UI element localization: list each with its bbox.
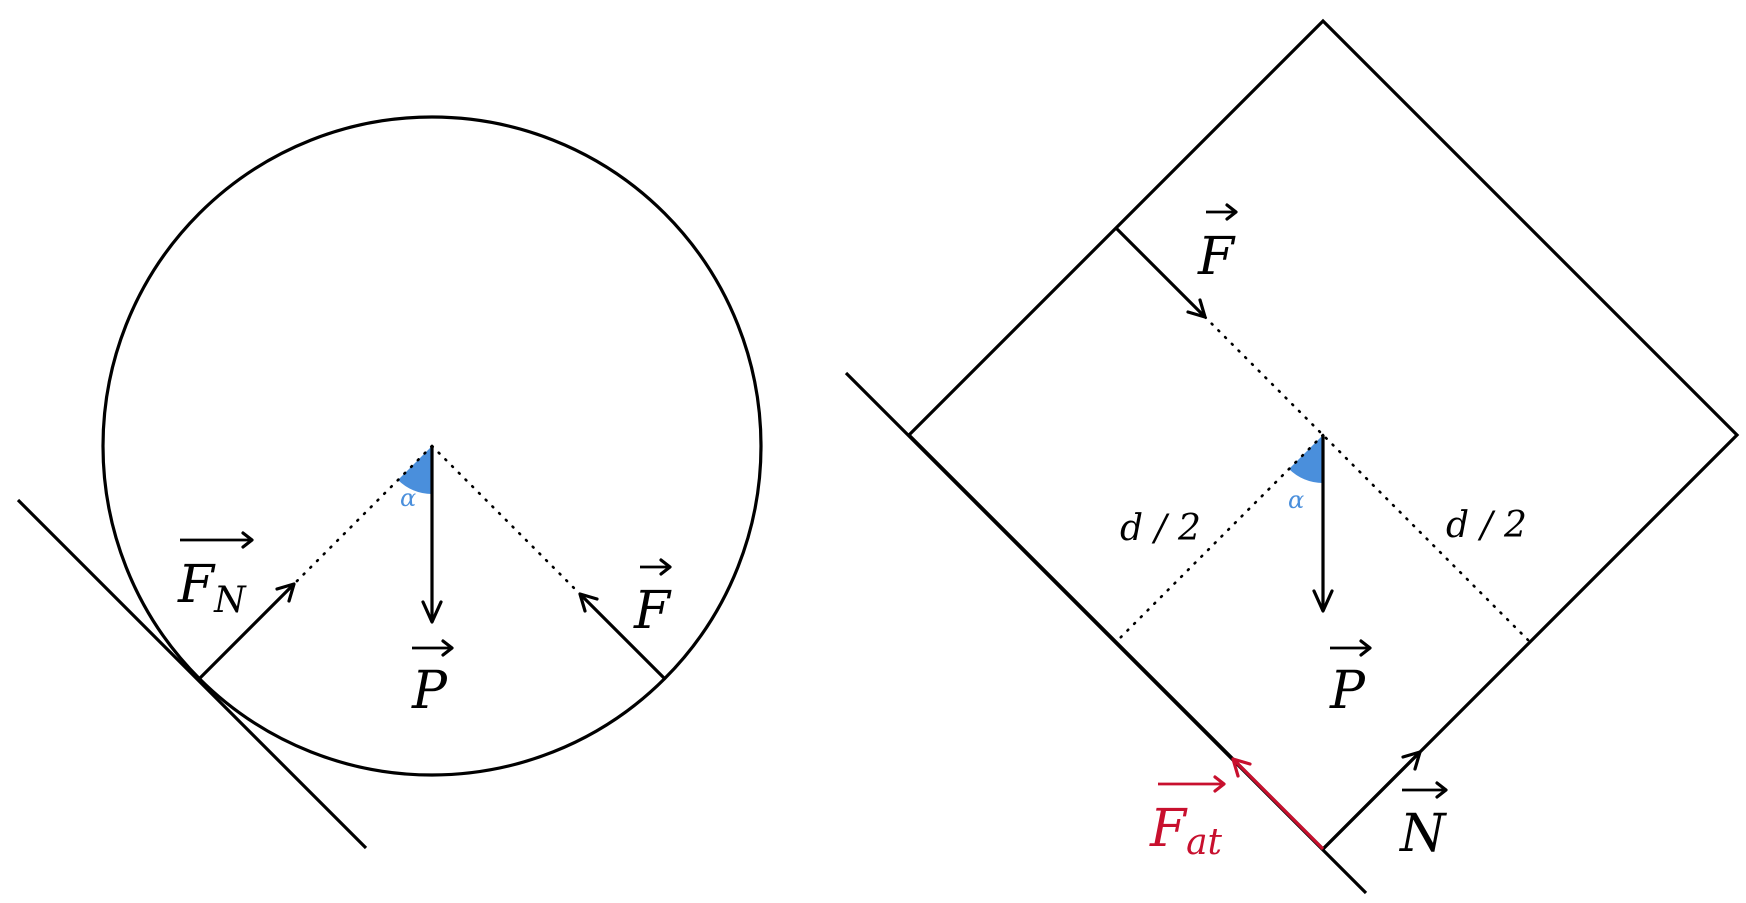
right-half-dist-left-line (1117, 433, 1325, 641)
svg-text:F: F (633, 581, 672, 641)
right-force-dotted-line (1203, 315, 1530, 642)
right-normal-label: N (1398, 781, 1448, 864)
right-diagram: α F P (844, 18, 1740, 895)
right-angle-label: α (1288, 486, 1304, 514)
svg-text:P: P (411, 661, 448, 721)
right-friction-arrow (1231, 757, 1325, 851)
circle-body (101, 115, 763, 777)
left-angle-wedge (398, 446, 432, 495)
left-force-arrow (578, 592, 666, 680)
right-normal-arrow (1321, 750, 1422, 851)
right-friction-label: Fat (1149, 775, 1226, 863)
right-half-dist-left-label: d / 2 (1120, 508, 1201, 549)
right-force-arrow (1114, 226, 1207, 319)
left-incline-line (16, 498, 368, 850)
svg-text:N: N (1398, 804, 1447, 864)
svg-text:FN: FN (177, 555, 247, 621)
svg-text:F: F (1197, 227, 1236, 287)
right-half-dist-right-label: d / 2 (1446, 505, 1527, 546)
left-diagram: α FN P (16, 115, 763, 850)
left-force-label: F (633, 558, 672, 641)
right-angle-wedge (1289, 435, 1323, 484)
svg-text:Fat: Fat (1149, 799, 1223, 863)
left-weight-arrow (421, 446, 443, 624)
left-force-dotted-line (430, 444, 582, 596)
left-normal-force-label: FN (177, 531, 254, 621)
left-normal-dotted-line (292, 444, 434, 586)
left-angle-label: α (400, 484, 416, 512)
left-normal-force-arrow (198, 582, 296, 680)
right-weight-label: P (1329, 639, 1372, 721)
right-force-label: F (1197, 203, 1238, 287)
right-weight-arrow (1312, 435, 1334, 613)
left-weight-label: P (411, 639, 454, 721)
svg-text:P: P (1329, 661, 1366, 721)
